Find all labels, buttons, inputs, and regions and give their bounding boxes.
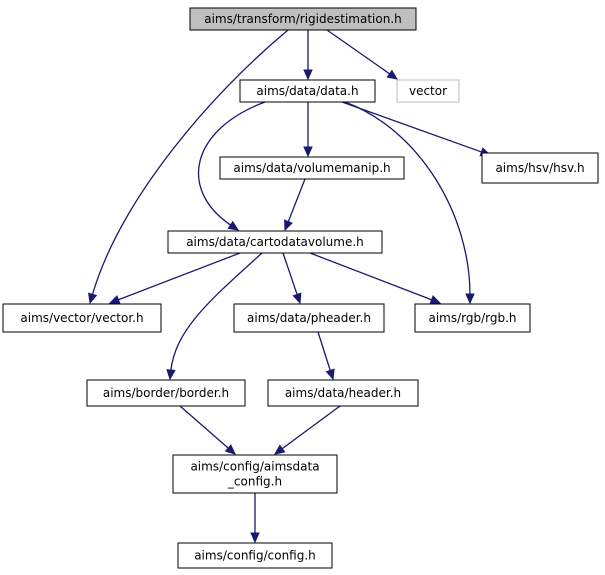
- edge-arrowhead: [274, 444, 286, 455]
- edge-line: [326, 29, 391, 75]
- edge-data-to-cartodatavolume: [197, 101, 266, 231]
- node-box: [172, 454, 338, 494]
- node-label: aims/data/pheader.h: [247, 311, 371, 325]
- node-box: [2, 303, 162, 333]
- node-vector_h[interactable]: aims/vector/vector.h: [2, 303, 162, 333]
- edge-arrowhead: [292, 292, 302, 305]
- node-label: aims/data/data.h: [256, 84, 358, 98]
- edge-rigidestimation-to-data: [303, 30, 313, 81]
- edge-line: [282, 252, 299, 296]
- edge-border-to-aimsdata_config: [179, 405, 236, 455]
- edge-data-to-volumemanip: [303, 102, 313, 158]
- edge-arrowhead: [88, 292, 98, 305]
- node-cartodatavolume[interactable]: aims/data/cartodatavolume.h: [167, 230, 383, 254]
- edge-cartodatavolume-to-rgb: [309, 252, 442, 305]
- node-box: [219, 156, 405, 180]
- node-border[interactable]: aims/border/border.h: [86, 379, 246, 407]
- node-data[interactable]: aims/data/data.h: [239, 79, 376, 103]
- edge-arrowhead: [325, 368, 335, 381]
- node-label: aims/config/config.h: [194, 549, 316, 563]
- node-label: aims/transform/rigidestimation.h: [204, 12, 402, 26]
- node-label: aims/border/border.h: [103, 386, 229, 400]
- edge-line: [317, 331, 332, 372]
- edge-line: [197, 101, 266, 227]
- node-aimsdata_config[interactable]: aims/config/aimsdata_config.h: [172, 454, 338, 494]
- edge-line: [117, 252, 241, 301]
- edge-pheader-to-header: [317, 331, 335, 381]
- node-box: [396, 79, 460, 103]
- edge-cartodatavolume-to-pheader: [282, 252, 302, 305]
- edge-arrowhead: [465, 293, 475, 305]
- node-box: [86, 379, 246, 407]
- edge-header-to-aimsdata_config: [274, 405, 341, 455]
- edge-line: [309, 252, 433, 301]
- edge-cartodatavolume-to-border: [166, 252, 263, 381]
- edge-line: [341, 101, 483, 153]
- edge-arrowhead: [250, 532, 260, 544]
- node-label: aims/rgb/rgb.h: [428, 311, 516, 325]
- node-label: aims/data/header.h: [285, 386, 401, 400]
- edge-line: [287, 178, 306, 223]
- node-box: [267, 379, 419, 407]
- edge-line: [344, 101, 471, 296]
- edge-rigidestimation-to-vector_std: [326, 29, 399, 80]
- edge-line: [170, 252, 263, 372]
- edge-line: [179, 405, 230, 450]
- nodes-layer: aims/transform/rigidestimation.h aims/dat…: [2, 7, 599, 569]
- edge-line: [91, 29, 289, 296]
- node-label: aims/config/aimsdata: [190, 460, 319, 474]
- node-config[interactable]: aims/config/config.h: [177, 542, 333, 569]
- edge-arrowhead: [429, 295, 442, 305]
- node-box: [233, 303, 385, 333]
- node-label: aims/data/cartodatavolume.h: [186, 235, 364, 249]
- edge-arrowhead: [303, 146, 313, 158]
- node-box: [189, 7, 417, 31]
- node-hsv[interactable]: aims/hsv/hsv.h: [481, 152, 599, 184]
- node-label: aims/data/volumemanip.h: [233, 161, 390, 175]
- edge-line: [281, 405, 341, 450]
- node-box: [177, 542, 333, 569]
- edge-arrowhead: [303, 69, 313, 81]
- node-label: _config.h: [227, 475, 282, 489]
- edge-arrowhead: [386, 69, 399, 80]
- node-header[interactable]: aims/data/header.h: [267, 379, 419, 407]
- edge-arrowhead: [166, 369, 176, 381]
- node-label: aims/vector/vector.h: [20, 311, 143, 325]
- node-box: [239, 79, 376, 103]
- node-rigidestimation[interactable]: aims/transform/rigidestimation.h: [189, 7, 417, 31]
- node-vector_std: vector: [396, 79, 460, 103]
- node-pheader[interactable]: aims/data/pheader.h: [233, 303, 385, 333]
- edge-rigidestimation-to-vector_h: [88, 29, 289, 305]
- node-box: [481, 152, 599, 184]
- edge-arrowhead: [108, 295, 121, 305]
- node-label: aims/hsv/hsv.h: [495, 161, 584, 175]
- node-label: vector: [409, 84, 447, 98]
- node-box: [414, 303, 531, 333]
- edge-volumemanip-to-cartodatavolume: [284, 178, 306, 232]
- edge-data-to-rgb: [344, 101, 475, 305]
- edge-arrowhead: [227, 220, 240, 231]
- edge-arrowhead: [284, 219, 293, 232]
- node-rgb[interactable]: aims/rgb/rgb.h: [414, 303, 531, 333]
- edge-arrowhead: [224, 444, 236, 455]
- edges-layer: [88, 29, 492, 544]
- node-volumemanip[interactable]: aims/data/volumemanip.h: [219, 156, 405, 180]
- node-box: [167, 230, 383, 254]
- edge-cartodatavolume-to-vector_h: [108, 252, 241, 305]
- edge-aimsdata_config-to-config: [250, 493, 260, 544]
